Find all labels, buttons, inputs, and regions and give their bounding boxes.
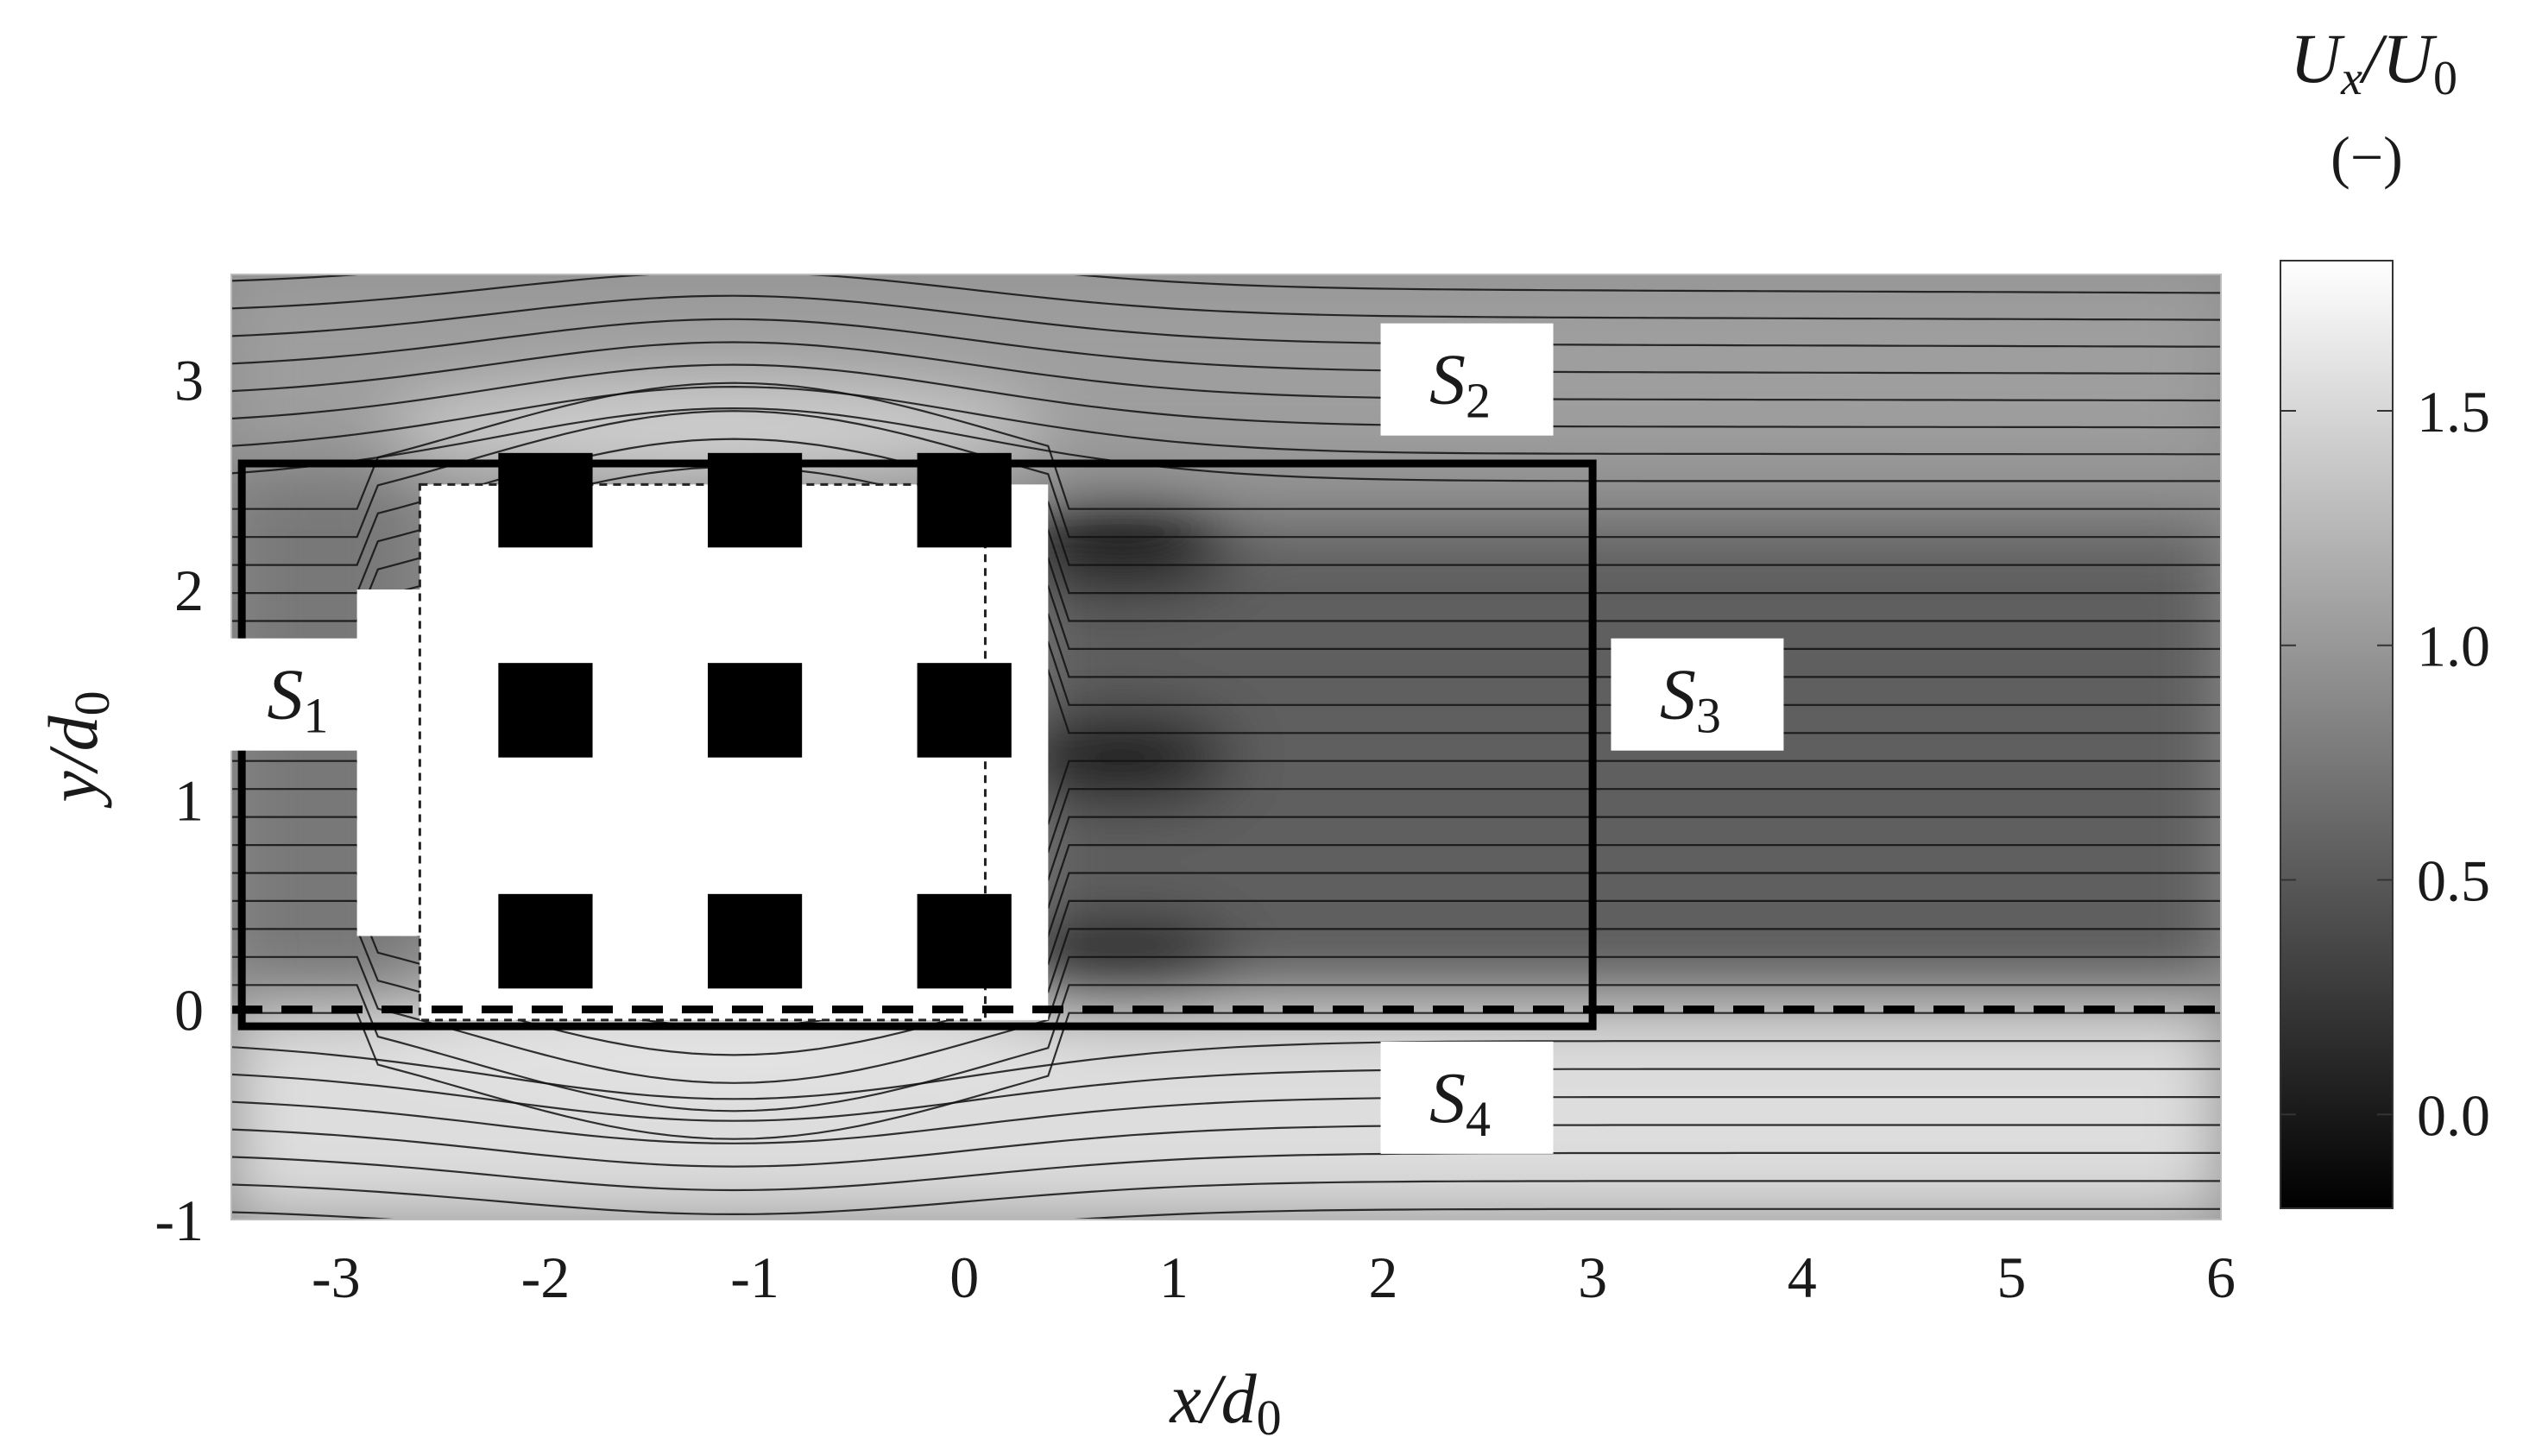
cylinder <box>917 452 1012 548</box>
streamline <box>231 381 2221 510</box>
cylinder <box>707 893 803 989</box>
wake-core <box>1009 926 1234 1009</box>
x-tick-label: 1 <box>1159 1245 1189 1310</box>
y-tick-label: 0 <box>174 978 204 1043</box>
x-tick-label: -3 <box>312 1245 361 1310</box>
cylinder <box>498 452 593 548</box>
region-label-text: S1 <box>267 655 328 744</box>
streamline <box>231 407 2221 482</box>
region-label-box <box>218 638 391 751</box>
streamline <box>231 928 2221 1056</box>
streamline <box>231 274 2221 321</box>
x-tick-label: 6 <box>2206 1245 2236 1310</box>
colorbar-units: (−) <box>2331 124 2403 190</box>
streamline <box>231 294 2221 348</box>
streamline <box>231 1207 2221 1220</box>
x-tick-label: 2 <box>1368 1245 1397 1310</box>
streamline <box>231 363 2221 429</box>
streamlines <box>231 274 2221 1220</box>
streamline <box>231 1068 2221 1122</box>
colorbar-tick-label: 0.0 <box>2417 1082 2490 1148</box>
streamline <box>231 385 2221 456</box>
region-label-text: S4 <box>1429 1058 1491 1147</box>
x-tick-label: 0 <box>949 1245 979 1310</box>
mask-right-lobe <box>964 589 1049 936</box>
cylinder-array <box>498 452 1012 989</box>
x-tick-label: -1 <box>730 1245 779 1310</box>
region-label-text: S2 <box>1429 340 1491 429</box>
x-axis-ticks: -3 -2 -1 0 1 2 3 4 5 6 <box>312 1245 2236 1310</box>
y-tick-label: 3 <box>174 348 204 413</box>
streamline <box>231 1040 2221 1100</box>
cylinder <box>707 452 803 548</box>
x-tick-label: 5 <box>1996 1245 2026 1310</box>
plot-area <box>230 274 2222 1220</box>
colorbar-label: Ux/U0 <box>2290 19 2457 105</box>
cylinder <box>498 893 593 989</box>
x-tick-label: 4 <box>1788 1245 1817 1310</box>
y-axis-ticks: -1 0 1 2 3 <box>155 348 204 1253</box>
streamline <box>231 341 2221 402</box>
region-label-box <box>1380 323 1554 436</box>
streamline <box>231 318 2221 375</box>
y-tick-label: 2 <box>174 558 204 623</box>
colorbar: 0.0 0.5 1.0 1.5 Ux/U0 (−) <box>2280 19 2490 1209</box>
region-label-box <box>1380 1041 1554 1154</box>
streamline <box>231 1096 2221 1144</box>
cylinder <box>917 663 1012 758</box>
streamline <box>231 984 2221 1112</box>
cylinder <box>707 663 803 758</box>
region-label-text: S3 <box>1660 655 1721 744</box>
streamline <box>231 1180 2221 1216</box>
colorbar-tick-label: 0.5 <box>2417 848 2490 914</box>
x-tick-label: 3 <box>1578 1245 1607 1310</box>
x-tick-label: -2 <box>521 1245 571 1310</box>
y-tick-label: -1 <box>155 1188 204 1253</box>
y-axis-label: y/d0 <box>34 690 120 808</box>
region-label-s4: S4 <box>1380 1041 1554 1154</box>
colorbar-tick-label: 1.5 <box>2417 379 2490 444</box>
wake-core <box>1009 715 1234 799</box>
region-label-s3: S3 <box>1611 638 1784 751</box>
colorbar-ticks: 0.0 0.5 1.0 1.5 <box>2280 379 2490 1148</box>
colorbar-gradient <box>2280 260 2394 1209</box>
streamline <box>231 955 2221 1084</box>
colorbar-tick-label: 1.0 <box>2417 614 2490 679</box>
region-label-s1: S1 <box>218 638 391 751</box>
streamline <box>231 1124 2221 1168</box>
region-label-s2: S2 <box>1380 323 1554 436</box>
x-axis-label: x/d0 <box>1169 1359 1281 1446</box>
streamline <box>231 410 2221 539</box>
cylinder <box>917 893 1012 989</box>
streamline <box>231 274 2221 294</box>
y-tick-label: 1 <box>174 767 204 833</box>
cylinder <box>498 663 593 758</box>
streamline <box>231 1151 2221 1192</box>
region-label-box <box>1611 638 1784 751</box>
